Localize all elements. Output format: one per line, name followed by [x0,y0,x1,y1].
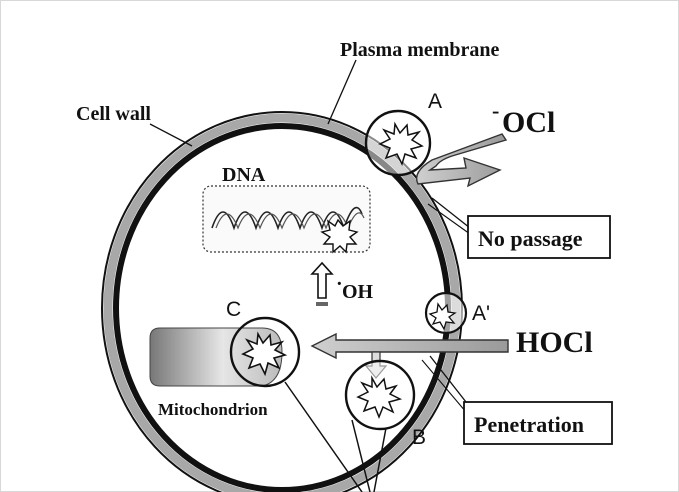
ocl-charge-label: - [492,98,499,123]
site-b-label: B [412,426,426,449]
plasma-membrane-leader [328,60,356,124]
dna-label: DNA [222,164,266,186]
ocl-label: OCl [502,106,555,139]
hocl-label: HOCl [516,326,593,359]
site-a-label: A [428,90,442,113]
plasma-membrane-ring [116,126,448,490]
penetration-label: Penetration [474,412,584,437]
oh-label: OH [342,281,374,303]
no-passage-label: No passage [478,226,583,251]
cell-wall-label: Cell wall [76,103,151,125]
plasma-membrane-label: Plasma membrane [340,39,500,61]
oh-arrow-base [316,302,328,306]
mitochondrion-label: Mitochondrion [158,400,268,419]
cell-wall-leader [150,124,192,146]
site-c-label: C [226,298,241,321]
site-a-prime-label: A' [472,302,490,325]
